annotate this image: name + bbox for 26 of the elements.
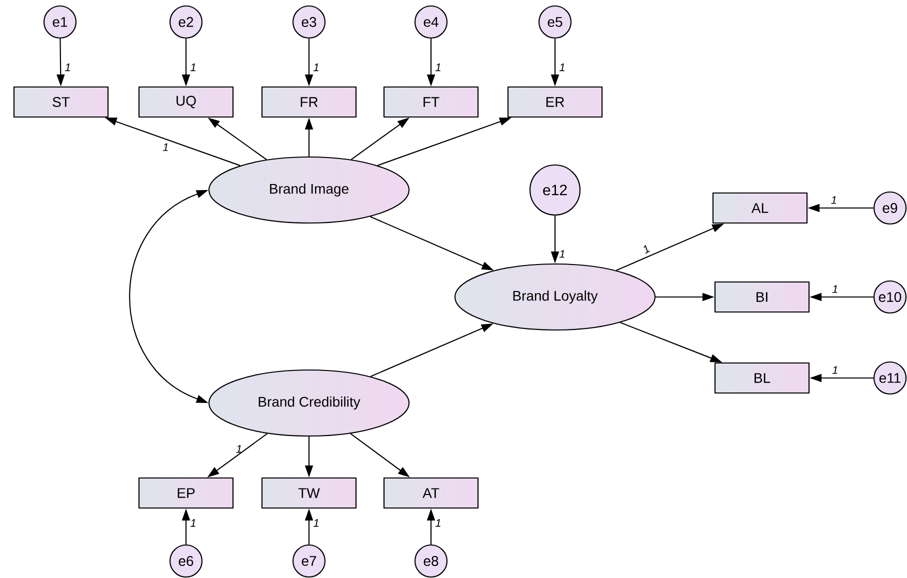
edge-label: 1 <box>313 519 318 527</box>
edge-label: 1 <box>560 250 564 258</box>
observed-variable-box: BL <box>714 362 810 394</box>
observed-variable-box: BI <box>714 281 810 313</box>
edge-label: 1 <box>190 64 196 72</box>
observed-variable-box: FT <box>383 86 479 118</box>
edge-label: 1 <box>832 285 838 293</box>
observed-variable-box: UQ <box>138 86 234 118</box>
observed-variable-box: ST <box>13 86 109 118</box>
observed-variable-box: AT <box>383 477 479 509</box>
edge-label: 1 <box>831 196 836 204</box>
edge-label: 1 <box>162 143 168 151</box>
edge-label: 1 <box>313 64 318 72</box>
observed-variable-box: ER <box>507 86 603 118</box>
observed-variable-box: EP <box>138 477 234 509</box>
edge-label: 1 <box>832 366 838 374</box>
edge-label: 1 <box>190 519 196 527</box>
observed-variable-box: AL <box>712 192 808 224</box>
edge-label: 1 <box>436 519 440 527</box>
observed-variable-box: FR <box>261 86 357 118</box>
edge-label: 1 <box>436 64 440 72</box>
edge-label: 1 <box>560 64 564 72</box>
edge-label: 1 <box>65 64 70 72</box>
edge-label: 1 <box>236 445 242 453</box>
edge-label: 1 <box>644 244 650 254</box>
observed-variable-box: TW <box>261 477 357 509</box>
